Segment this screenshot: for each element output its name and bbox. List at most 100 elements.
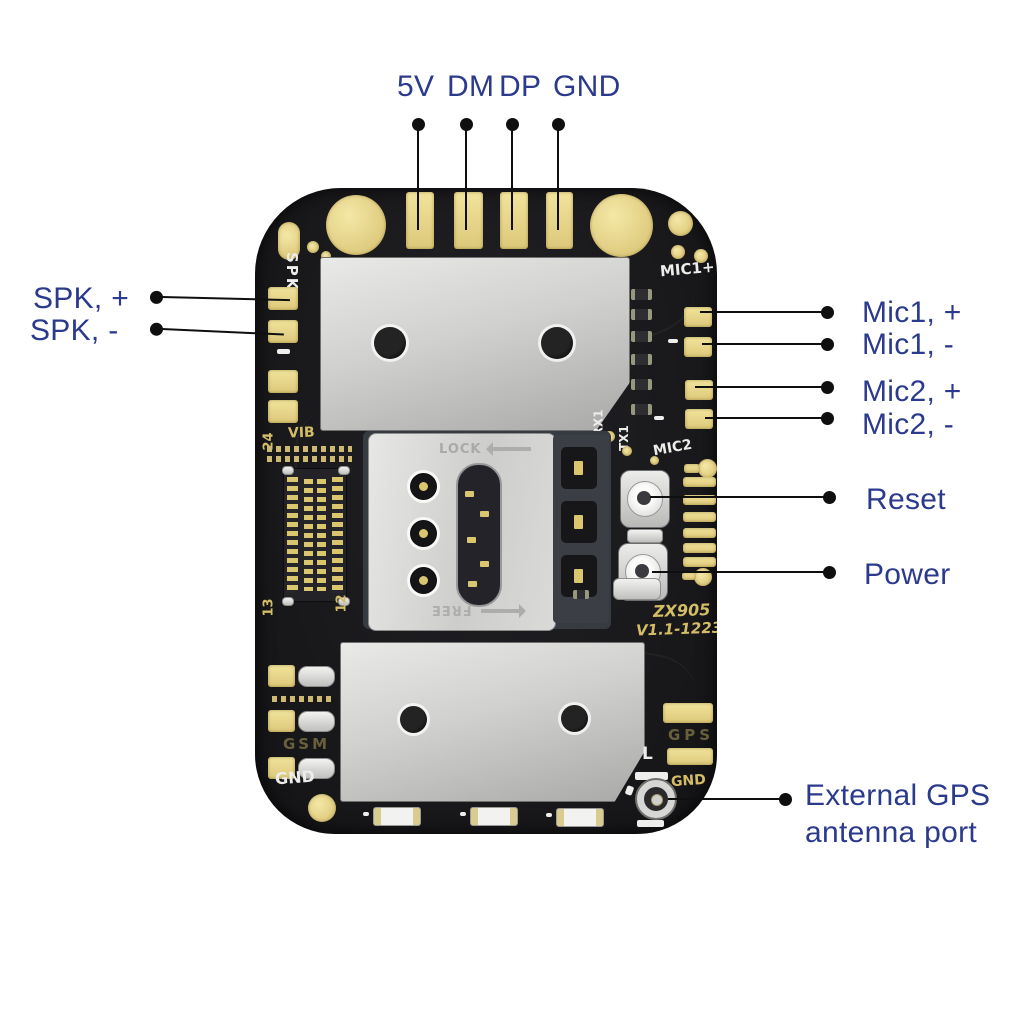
sim-contact-cell	[561, 447, 597, 489]
label-power-button: Power	[864, 558, 951, 591]
silkscreen-pin13: 13	[261, 598, 277, 617]
pin-label-5v: 5V	[397, 70, 435, 103]
smd-component	[631, 379, 652, 390]
silkscreen-gps: GPS	[668, 726, 715, 744]
leader-line	[459, 118, 473, 230]
reset-button	[620, 470, 670, 528]
leader-line	[700, 305, 834, 319]
silkscreen-sim-lock: LOCK	[439, 442, 482, 457]
castellated-pad	[683, 512, 716, 522]
gsm-module-shield	[320, 257, 630, 431]
edge-pad	[278, 222, 300, 260]
leader-dot	[149, 290, 164, 304]
leader-line	[702, 337, 834, 351]
pad-spk-minus	[268, 320, 298, 343]
connector-pin-column	[304, 479, 313, 591]
sim-tray-hole	[410, 567, 437, 594]
silkscreen-pin12: 12	[334, 594, 350, 613]
leader-dot	[149, 321, 164, 336]
inductor-component	[298, 666, 335, 687]
mounting-pad	[590, 194, 653, 257]
connector-tab	[338, 466, 350, 475]
pad-gnd	[546, 192, 573, 249]
castellated-pad	[683, 543, 716, 553]
leader-dot	[823, 565, 836, 579]
silkscreen-gnd-right: GND	[670, 771, 707, 791]
sim-tray-hole	[410, 473, 437, 500]
pin-label-mic1-minus: Mic1, -	[862, 328, 955, 361]
pin-label-spk-plus: SPK, +	[33, 282, 130, 315]
label-gps-antenna-line2: antenna port	[805, 816, 978, 849]
smd-component	[613, 578, 661, 600]
gps-antenna-pad	[663, 703, 713, 723]
label-gps-antenna-line1: External GPS	[805, 779, 991, 812]
pad-dp	[500, 192, 528, 249]
smd-component	[573, 590, 589, 599]
sim-tray-hole	[410, 520, 437, 547]
silkscreen-gnd-left: GND	[274, 766, 316, 789]
leader-line	[650, 490, 836, 504]
leader-line	[652, 565, 836, 579]
sim-contact-pin	[468, 581, 477, 587]
via-pad	[622, 446, 632, 456]
leader-dot	[821, 380, 834, 394]
leader-line	[551, 118, 565, 230]
silkscreen-mic2: MIC2	[651, 436, 694, 460]
leader-dot	[823, 490, 836, 504]
pin-label-mic1-plus: Mic1, +	[862, 296, 962, 329]
smd-row	[272, 696, 332, 702]
pad-dm	[454, 192, 483, 249]
leader-dot	[779, 792, 792, 806]
sim-contact-pin	[480, 561, 489, 567]
castellated-pad	[683, 477, 716, 487]
silkscreen-spk: SPK	[283, 252, 301, 292]
silkscreen-version: V1.1-1223	[635, 618, 717, 640]
pin-label-gnd: GND	[553, 70, 621, 103]
leader-line	[705, 411, 834, 425]
smd-component	[631, 309, 652, 320]
silkscreen-vib: VIB	[287, 424, 315, 442]
edge-pad	[268, 400, 298, 423]
pad-5v	[406, 192, 434, 249]
leader-dot	[505, 118, 519, 131]
connector-tab	[282, 597, 294, 606]
via-pad	[650, 456, 659, 465]
ufl-center-pin	[651, 794, 663, 806]
test-point-row	[267, 446, 352, 452]
via-pad	[307, 241, 319, 253]
status-led	[556, 808, 604, 827]
leader-line	[411, 118, 425, 230]
silkscreen-l-mark: L	[642, 744, 653, 764]
castellated-pad	[698, 459, 717, 478]
b2b-connector	[282, 466, 350, 606]
smd-component	[460, 812, 466, 816]
pcb-board: SPK MIC1+ RX1 TX1 MIC2	[255, 188, 717, 834]
connector-pin-column	[317, 479, 326, 591]
smd-component	[624, 785, 635, 796]
component-pad	[268, 665, 295, 687]
connector-tab	[282, 466, 294, 475]
lock-arrow-icon	[486, 442, 531, 456]
sim-contact-pin	[465, 491, 474, 497]
inductor-component	[298, 758, 335, 779]
shield-hole	[541, 327, 573, 359]
sim-contact-pin	[467, 537, 476, 543]
via-pad	[668, 211, 693, 236]
smd-component	[546, 813, 552, 817]
castellated-pad	[683, 557, 716, 567]
inductor-component	[298, 711, 335, 732]
component-pad	[268, 757, 295, 779]
component-pad	[268, 710, 295, 732]
leader-line	[668, 792, 792, 806]
status-led	[373, 807, 421, 826]
smd-component	[631, 289, 652, 300]
silkscreen-minus-mark	[277, 349, 290, 354]
shield-hole	[400, 706, 427, 733]
connector-pin-column	[287, 477, 298, 593]
castellated-pad	[682, 572, 696, 580]
leader-dot	[411, 118, 425, 131]
sim-contact-cell	[561, 501, 597, 543]
pad-mic2-minus	[685, 409, 713, 429]
leader-line	[505, 118, 519, 230]
